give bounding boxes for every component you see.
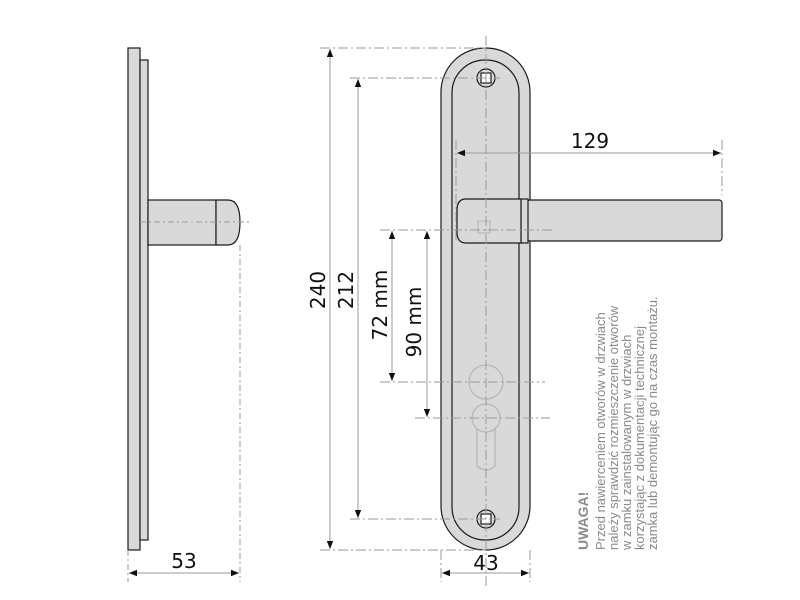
warning-title: UWAGA! [575, 492, 591, 550]
dim-label-90: 90 mm [402, 287, 426, 358]
warning-note: UWAGA! Przed nawierceniem otworów w drzw… [575, 296, 660, 551]
dim-label-129: 129 [571, 129, 609, 153]
warning-line: zamka lub demontując go na czas montażu. [645, 296, 660, 550]
dim-label-43: 43 [473, 551, 498, 575]
side-plate [127, 47, 141, 551]
front-center-lines [320, 36, 723, 588]
dim-label-53: 53 [171, 549, 196, 573]
dim-label-72: 72 mm [368, 270, 392, 341]
side-extension-lines [127, 221, 250, 582]
warning-line: w zamku zainstalowanym w drzwiach [619, 335, 634, 551]
spindle-square [477, 220, 491, 234]
side-view [127, 47, 241, 551]
dim-label-240: 240 [306, 271, 330, 309]
front-view [440, 47, 723, 551]
dim-label-212: 212 [334, 271, 358, 309]
warning-line: korzystając z dokumentacji technicznej [632, 326, 647, 550]
lever-collar [520, 198, 529, 244]
warning-line: należy sprawdzić rozmieszczenie otworów [606, 305, 621, 550]
lever-arm [526, 199, 723, 242]
warning-line: Przed nawierceniem otworów w drzwiach [593, 312, 608, 550]
side-backplate [139, 59, 149, 541]
